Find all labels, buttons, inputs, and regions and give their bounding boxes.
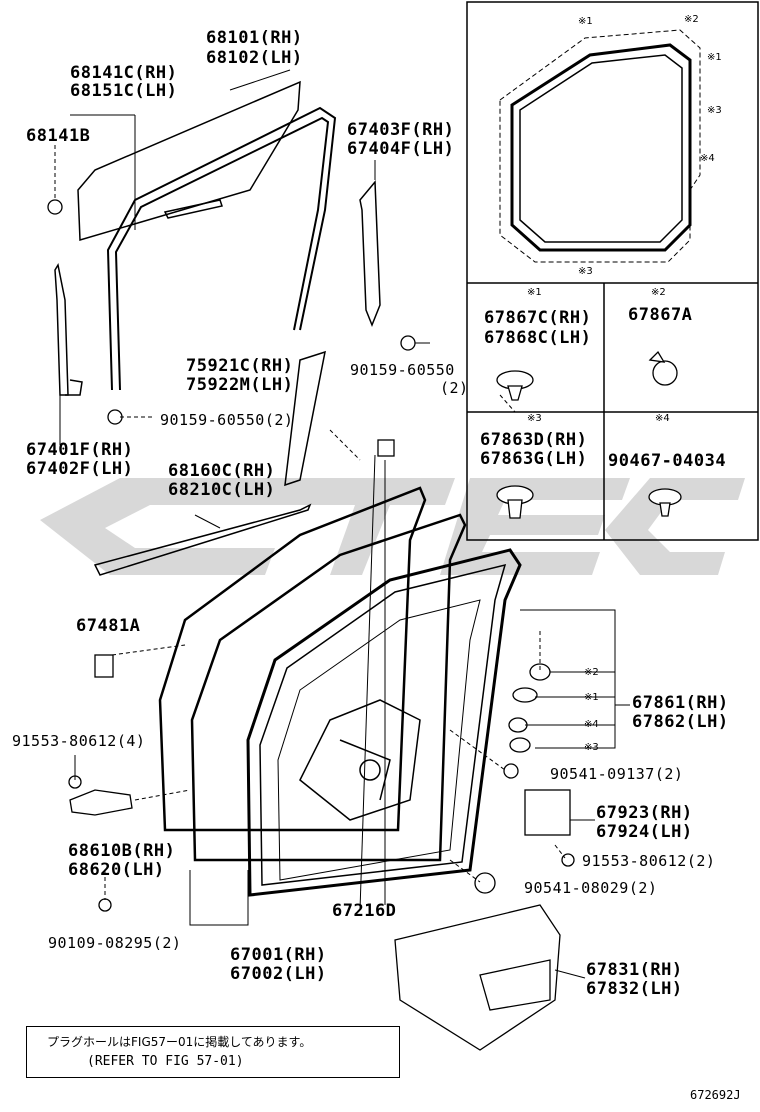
part-90541-a[interactable]: 90541-09137(2) xyxy=(550,765,684,783)
part-68620[interactable]: 68620(LH) xyxy=(68,860,165,880)
inset-cell-3-part-rh[interactable]: 67863D(RH) xyxy=(480,430,588,450)
part-90109[interactable]: 90109-08295(2) xyxy=(48,934,182,952)
part-67002[interactable]: 67002(LH) xyxy=(230,964,327,984)
inset-cell-1-part-rh[interactable]: 67867C(RH) xyxy=(484,308,592,328)
small-parts xyxy=(47,199,575,1051)
inset-cell-2-part[interactable]: 67867A xyxy=(628,305,693,325)
part-91553-a[interactable]: 91553-80612(4) xyxy=(12,732,146,750)
part-68102[interactable]: 68102(LH) xyxy=(206,48,303,68)
clip-mark-4: ※4 xyxy=(584,719,599,730)
window-glass xyxy=(77,80,301,241)
inset-cell-1-mark: ※1 xyxy=(527,287,542,298)
note-japanese: プラグホールはFIG57ー01に掲載してあります。 xyxy=(47,1035,312,1049)
part-67861[interactable]: 67861(RH) xyxy=(632,693,729,713)
part-91553-b[interactable]: 91553-80612(2) xyxy=(582,852,716,870)
part-67481a[interactable]: 67481A xyxy=(76,616,141,636)
belt-moulding xyxy=(93,350,326,576)
inset-callout-2: ※2 xyxy=(684,14,699,25)
run-channels xyxy=(54,180,381,396)
part-68210c[interactable]: 68210C(LH) xyxy=(168,480,276,500)
part-67001[interactable]: 67001(RH) xyxy=(230,945,327,965)
part-67832[interactable]: 67832(LH) xyxy=(586,979,683,999)
watermark-logo xyxy=(40,478,745,575)
reference-note: プラグホールはFIG57ー01に掲載してあります。 (REFER TO FIG … xyxy=(26,1026,400,1078)
inset-cell-3-mark: ※3 xyxy=(527,413,542,424)
inset-box xyxy=(466,1,759,541)
inset-cell-1-part-lh[interactable]: 67868C(LH) xyxy=(484,328,592,348)
drawing-number: 672692J xyxy=(690,1088,741,1102)
part-67404f[interactable]: 67404F(LH) xyxy=(347,139,455,159)
inset-cell-3-part-lh[interactable]: 67863G(LH) xyxy=(480,449,588,469)
part-75921c[interactable]: 75921C(RH) xyxy=(186,356,294,376)
part-67401f[interactable]: 67401F(RH) xyxy=(26,440,134,460)
window-channel xyxy=(106,106,337,391)
part-68101[interactable]: 68101(RH) xyxy=(206,28,303,48)
part-90159-a-qty: (2) xyxy=(440,379,469,397)
part-67923[interactable]: 67923(RH) xyxy=(596,803,693,823)
part-75922m[interactable]: 75922M(LH) xyxy=(186,375,294,395)
inset-weatherstrip xyxy=(499,29,701,263)
part-68141b[interactable]: 68141B xyxy=(26,126,91,146)
part-67862[interactable]: 67862(LH) xyxy=(632,712,729,732)
clip-mark-1: ※1 xyxy=(584,692,599,703)
part-67831[interactable]: 67831(RH) xyxy=(586,960,683,980)
part-68141c[interactable]: 68141C(RH) xyxy=(70,63,178,83)
inset-cell-2-mark: ※2 xyxy=(651,287,666,298)
inset-callout-4: ※3 xyxy=(707,105,722,116)
inset-cell-4-part[interactable]: 90467-04034 xyxy=(608,451,727,471)
inset-clip-icons xyxy=(496,350,682,519)
part-67403f[interactable]: 67403F(RH) xyxy=(347,120,455,140)
clip-mark-2: ※2 xyxy=(584,667,599,678)
inset-callout-1: ※1 xyxy=(578,16,593,27)
inset-callout-3: ※1 xyxy=(707,52,722,63)
part-68151c[interactable]: 68151C(LH) xyxy=(70,81,178,101)
inset-callout-6: ※3 xyxy=(578,266,593,277)
inset-cell-4-mark: ※4 xyxy=(655,413,670,424)
part-90159-b[interactable]: 90159-60550(2) xyxy=(160,411,294,429)
part-67402f[interactable]: 67402F(LH) xyxy=(26,459,134,479)
inset-callout-5: ※4 xyxy=(700,153,715,164)
window-regulator xyxy=(299,699,421,821)
part-67216d[interactable]: 67216D xyxy=(332,901,397,921)
part-90541-b[interactable]: 90541-08029(2) xyxy=(524,879,658,897)
part-68160c[interactable]: 68160C(RH) xyxy=(168,461,276,481)
leader-lines xyxy=(54,69,630,979)
part-67924[interactable]: 67924(LH) xyxy=(596,822,693,842)
clip-mark-3: ※3 xyxy=(584,742,599,753)
note-refer-link[interactable]: (REFER TO FIG 57-01) xyxy=(87,1054,244,1069)
door-panel xyxy=(158,486,522,897)
part-68610b[interactable]: 68610B(RH) xyxy=(68,841,176,861)
part-90159-a[interactable]: 90159-60550 xyxy=(350,361,455,379)
